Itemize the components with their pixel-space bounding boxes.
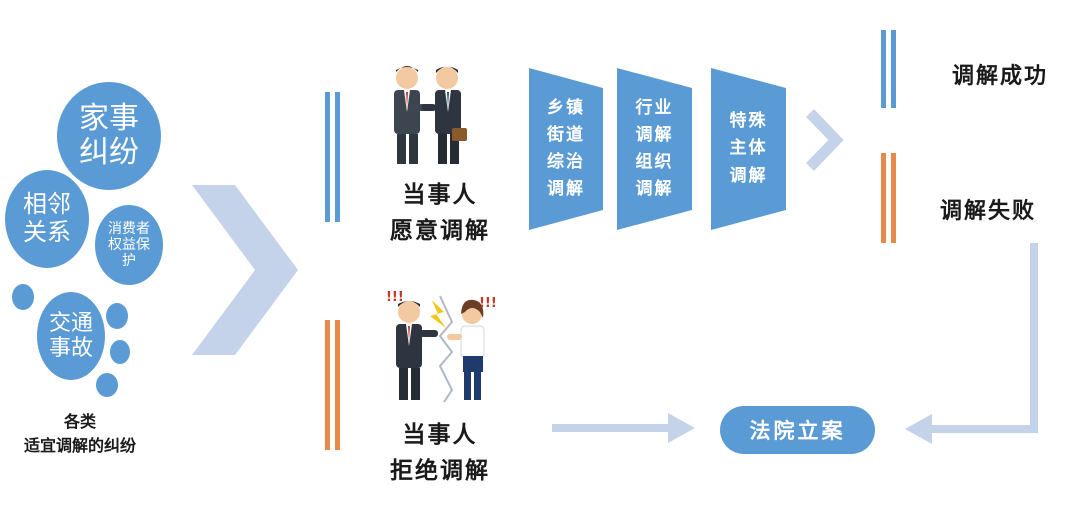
success-bar-right [891, 30, 896, 108]
stage-township-label: 乡镇 街道 综治 调解 [547, 97, 585, 200]
fail-label: 调解失败 [939, 199, 1036, 224]
fail-arrow-vertical [1030, 243, 1038, 433]
argument-illustration [396, 295, 485, 403]
refuse-bar-right [335, 320, 340, 450]
stage-shape-1 [529, 68, 603, 230]
fail-arrow-head [905, 414, 932, 444]
refuse-arrow-shaft [552, 424, 670, 432]
court-filing-node: 法院立案 [720, 406, 875, 454]
stage-shape-2 [617, 68, 692, 230]
stage-industry-label: 行业 调解 组织 调解 [635, 97, 674, 200]
decor-dot [110, 340, 130, 364]
big-chevron-arrow [192, 185, 298, 355]
dispute-bubble-consumer: 消费者 权益保 护 [95, 205, 163, 285]
stage-special-label: 特殊 主体 调解 [729, 111, 768, 186]
fail-arrow-horizontal [930, 425, 1038, 433]
refuse-arrow-head [668, 413, 695, 443]
refuse-label: 当事人 拒绝调解 [390, 422, 490, 484]
fail-bar-left [881, 153, 886, 243]
alert-marks-left: !!! [386, 290, 404, 305]
dispute-bubble-neighbor: 相邻 关系 [5, 170, 89, 268]
willing-label: 当事人 愿意调解 [390, 182, 490, 244]
decor-dot [96, 373, 118, 397]
dispute-bubble-family: 家事 纠纷 [57, 82, 161, 190]
disputes-caption: 各类 适宜调解的纠纷 [23, 412, 136, 455]
fail-bar-right [891, 153, 896, 243]
stage-shape-3 [711, 68, 786, 230]
refuse-bar-left [325, 320, 330, 450]
small-chevron-arrow [806, 109, 844, 171]
success-bar-left [881, 30, 886, 108]
dispute-bubble-traffic: 交通 事故 [37, 292, 105, 380]
alert-marks-right: !!! [479, 296, 497, 311]
decor-dot [12, 284, 34, 310]
handshake-illustration [394, 66, 467, 164]
success-label: 调解成功 [951, 64, 1048, 89]
decor-dot [106, 303, 128, 329]
willing-bar-right [335, 92, 340, 222]
willing-bar-left [325, 92, 330, 222]
